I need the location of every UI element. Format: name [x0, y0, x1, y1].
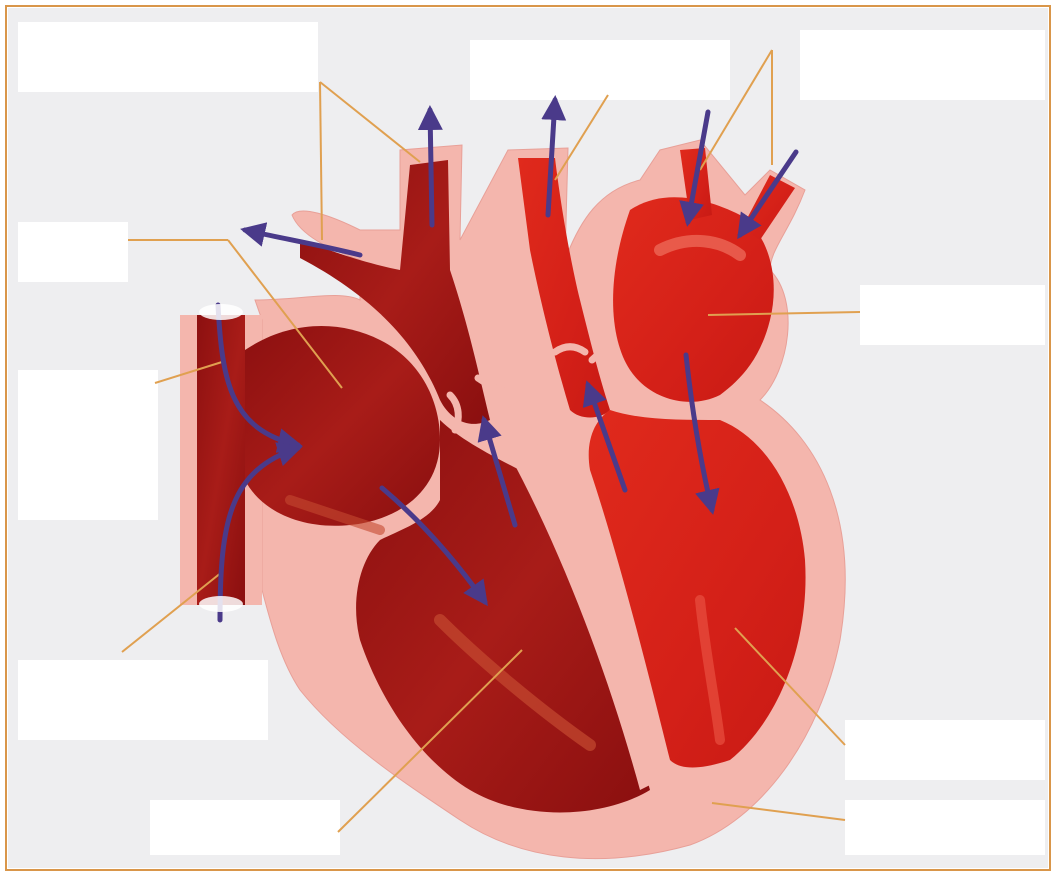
label-box-top-left [18, 22, 318, 92]
vena-cava-top-opening [199, 304, 243, 320]
label-box-bottom-center [150, 800, 340, 855]
arrow-pulmonary-up [430, 110, 432, 225]
label-box-left-upper [18, 222, 128, 282]
label-box-bottom-right [845, 800, 1045, 855]
label-box-right-upper [860, 285, 1045, 345]
label-box-right-lower [845, 720, 1045, 780]
vena-cava-bottom-opening [199, 596, 243, 612]
label-box-left-middle [18, 370, 158, 520]
label-box-top-center [470, 40, 730, 100]
label-box-left-lower [18, 660, 268, 740]
label-box-top-right [800, 30, 1045, 100]
